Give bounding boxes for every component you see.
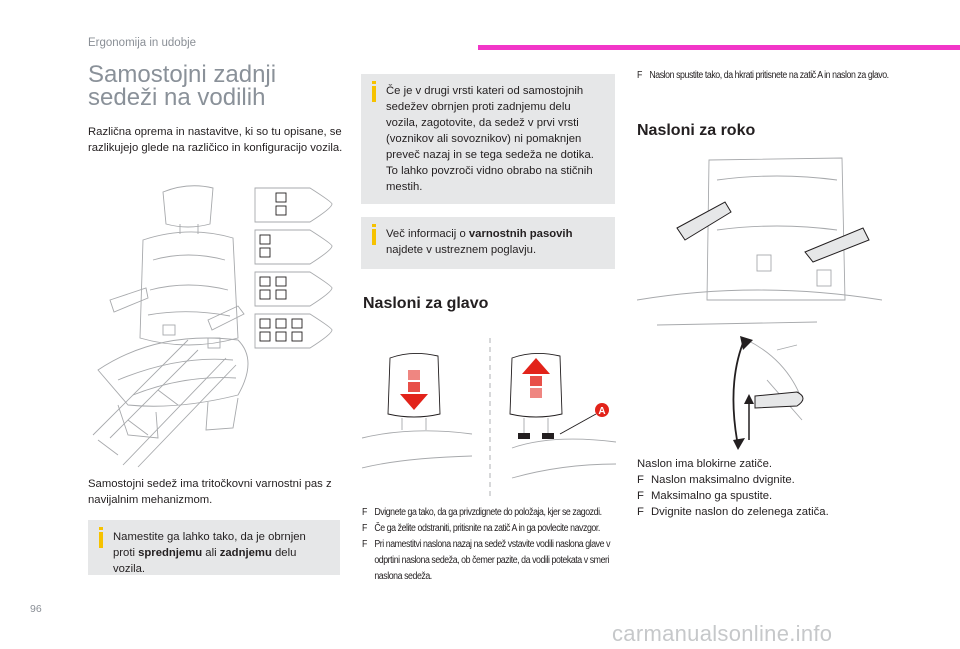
note-bold-rear: zadnjemu: [219, 547, 272, 559]
step-text: Pri namestitvi naslona nazaj na sedež vs…: [374, 539, 611, 582]
intro-paragraph: Različna oprema in nastavitve, ki so tu …: [88, 126, 343, 154]
step-text: Če ga želite odstraniti, pritisnite na z…: [374, 523, 600, 534]
bullet-icon: F: [637, 506, 644, 518]
note-text: ali: [202, 547, 220, 559]
note-text: delu vozila.: [113, 547, 297, 575]
arrow-up-icon: [522, 358, 550, 398]
seat-configurations-diagram: [254, 187, 333, 349]
callout-a-label: A: [598, 406, 605, 417]
section-title: Ergonomija in udobje: [88, 37, 197, 49]
step-text: Dvignete ga tako, da ga privzdignete do …: [374, 507, 602, 518]
step-text: Dvignite naslon do zelenega zatiča.: [651, 506, 829, 518]
bullet-icon: F: [362, 507, 367, 518]
list-item: F Dvignite naslon do zelenega zatiča.: [637, 504, 907, 520]
armrests-heading: Nasloni za roko: [637, 122, 756, 139]
step-text: Naslon maksimalno dvignite.: [651, 474, 795, 486]
bullet-icon: F: [637, 70, 642, 81]
seat-illustration: [92, 185, 249, 468]
list-item: F Dvignete ga tako, da ga privzdignete do…: [362, 505, 617, 521]
armrest-intro: Naslon ima blokirne zatiče.: [637, 458, 772, 470]
info-note-seatbelts: Več informacij o varnostnih pasovih najd…: [361, 217, 615, 269]
headrest-lower-step: F Naslon spustite tako, da hkrati pritisn…: [637, 68, 892, 84]
list-item: F Naslon spustite tako, da hkrati pritisn…: [637, 68, 892, 84]
note-bold-link: varnostnih pasovih: [468, 228, 573, 240]
info-icon-bar: [372, 86, 376, 102]
bullet-icon: F: [637, 490, 644, 502]
list-item: F Maksimalno ga spustite.: [637, 488, 907, 504]
armrest-illustration: [637, 157, 882, 450]
info-note-orientation: Namestite ga lahko tako, da je obrnjen p…: [88, 520, 340, 575]
info-icon-bar: [372, 229, 376, 245]
note-bold-front: sprednjemu: [138, 547, 203, 559]
list-item: F Pri namestitvi naslona nazaj na sedež v…: [362, 537, 617, 585]
info-icon: [372, 224, 376, 227]
info-icon: [99, 527, 103, 530]
bullet-icon: F: [362, 539, 367, 550]
step-text: Naslon spustite tako, da hkrati pritisne…: [649, 70, 889, 81]
list-item: F Naslon maksimalno dvignite.: [637, 472, 907, 488]
page-number: 96: [30, 603, 42, 615]
callout-a-badge: [595, 403, 609, 417]
headrest-illustration: A: [362, 338, 616, 498]
note-text: Če je v drugi vrsti kateri od samostojni…: [386, 85, 594, 193]
note-text: Več informacij o: [386, 228, 469, 240]
arrow-down-icon: [400, 370, 428, 410]
list-item: F Če ga želite odstraniti, pritisnite na …: [362, 521, 617, 537]
note-text: Namestite ga lahko tako, da je obrnjen p…: [113, 531, 306, 559]
headrest-post-right: [542, 433, 554, 439]
seat-caption: Samostojni sedež ima tritočkovni varnost…: [88, 478, 332, 506]
bullet-icon: F: [362, 523, 367, 534]
armrest-steps-list: F Naslon maksimalno dvignite. F Maksimalno…: [637, 472, 907, 520]
info-note-rear-facing: Če je v drugi vrsti kateri od samostojni…: [361, 74, 615, 204]
watermark: carmanualsonline.info: [612, 621, 833, 646]
headrest-steps-list: F Dvignete ga tako, da ga privzdignete do…: [362, 505, 617, 585]
armrest-section: Naslon ima blokirne zatiče. F Naslon maks…: [637, 456, 907, 520]
page-title: Samostojni zadnji sedeži na vodilih: [88, 61, 277, 111]
bullet-icon: F: [637, 474, 644, 486]
section-accent-bar: [478, 45, 960, 50]
step-text: Maksimalno ga spustite.: [651, 490, 773, 502]
headrests-heading: Nasloni za glavo: [363, 295, 489, 312]
headrest-post-left: [518, 433, 530, 439]
info-icon-bar: [99, 532, 103, 548]
note-text: najdete v ustreznem poglavju.: [386, 244, 537, 256]
info-icon: [372, 81, 376, 84]
